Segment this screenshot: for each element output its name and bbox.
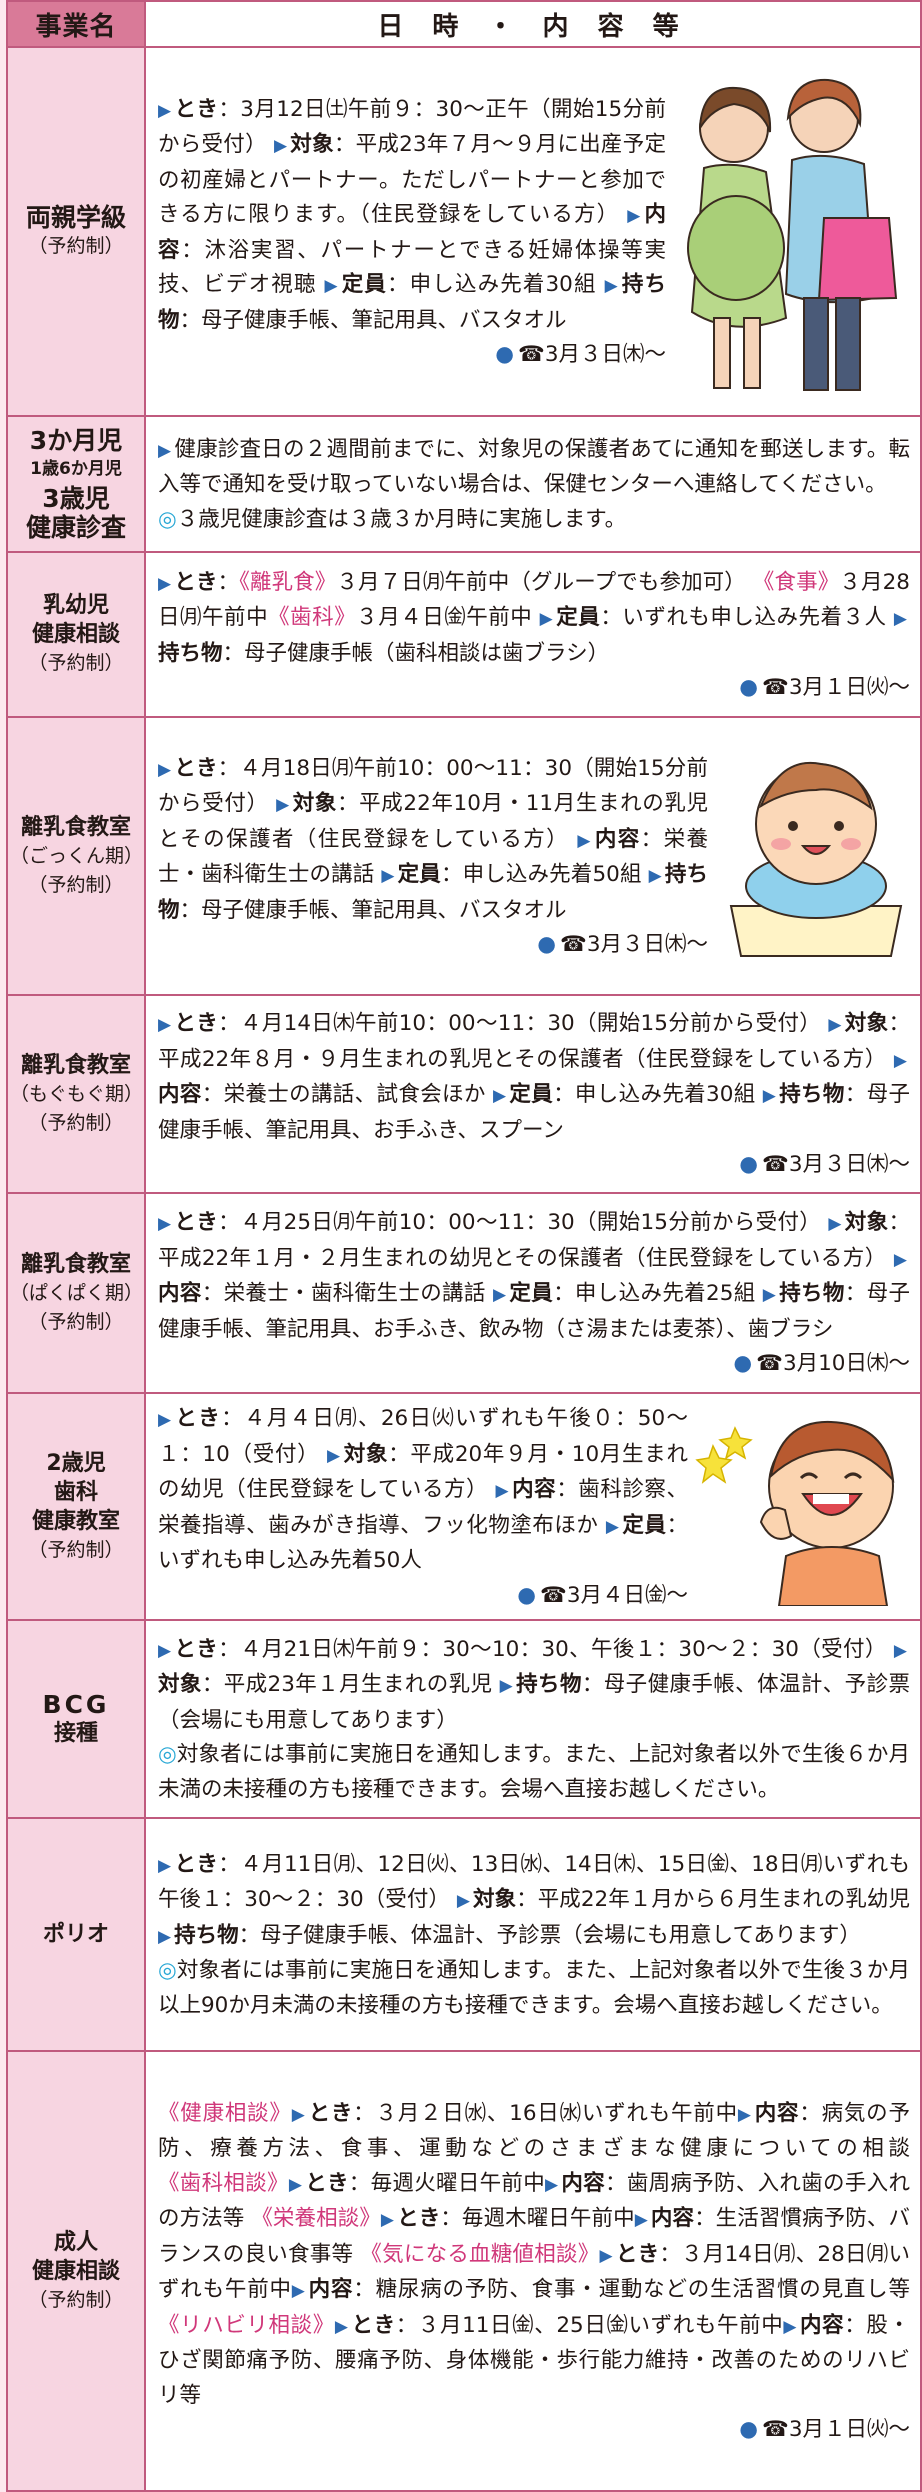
row-name: 離乳食教室 （ごっくん期） （予約制） xyxy=(6,716,146,996)
row-body: ▶とき：４月25日㈪午前10：00～11：30（開始15分前から受付） ▶対象：… xyxy=(144,1192,922,1394)
baby-illustration xyxy=(729,761,903,957)
row-body: ▶とき：４月18日㈪午前10：00～11：30（開始15分前から受付） ▶対象：… xyxy=(144,716,922,996)
table-row: ポリオ ▶とき：４月11日㈪、12日㈫、13日㈬、14日㈭、15日㈮、18日㈪い… xyxy=(6,1817,922,2052)
row-body: ▶とき：４月21日㈭午前９：30～10：30、午後１：30～２：30（受付） ▶… xyxy=(144,1619,922,1819)
row-body: ▶とき：４月４日㈪、26日㈫いずれも午後０：50～１：10（受付） ▶対象：平成… xyxy=(144,1392,922,1621)
schedule-table: 事業名 日 時 ・ 内 容 等 両親学級 （予約制） ▶とき：3月12日㈯午前９… xyxy=(6,0,922,2492)
contact-start: ●☎3月１日㈫～ xyxy=(739,2417,910,2442)
row-name: 両親学級 （予約制） xyxy=(6,46,146,417)
table-row: 離乳食教室 （もぐもぐ期） （予約制） ▶とき：４月14日㈭午前10：00～11… xyxy=(6,994,922,1194)
row-name: 離乳食教室 （ぱくぱく期） （予約制） xyxy=(6,1192,146,1394)
contact-start: ●☎3月10日㈭～ xyxy=(733,1351,910,1377)
table-row: 乳幼児 健康相談 （予約制） ▶とき：《離乳食》３月７日㈪午前中（グループでも参… xyxy=(6,551,922,718)
table-row: 2歳児 歯科 健康教室 （予約制） ▶とき：４月４日㈪、26日㈫いずれも午後０：… xyxy=(6,1392,922,1621)
row-body: ▶健康診査日の２週間前までに、対象児の保護者あてに通知を郵送します。転入等で通知… xyxy=(144,415,922,553)
table-row: BCG 接種 ▶とき：４月21日㈭午前９：30～10：30、午後１：30～２：3… xyxy=(6,1619,922,1819)
contact-start: ●☎3月３日㈭～ xyxy=(537,932,708,957)
row-name: 成人 健康相談 （予約制） xyxy=(6,2050,146,2492)
table-row: 離乳食教室 （ぱくぱく期） （予約制） ▶とき：４月25日㈪午前10：00～11… xyxy=(6,1192,922,1394)
row-body: ▶とき：４月11日㈪、12日㈫、13日㈬、14日㈭、15日㈮、18日㈪いずれも午… xyxy=(144,1817,922,2052)
row-name: 離乳食教室 （もぐもぐ期） （予約制） xyxy=(6,994,146,1194)
contact-start: ●☎3月１日㈫～ xyxy=(739,675,910,700)
row-name: BCG 接種 xyxy=(6,1619,146,1819)
row-body: ▶とき：４月14日㈭午前10：00～11：30（開始15分前から受付） ▶対象：… xyxy=(144,994,922,1194)
couple-illustration xyxy=(687,78,898,391)
table-row: 3か月児 1歳6か月児 3歳児 健康診査 ▶健康診査日の２週間前までに、対象児の… xyxy=(6,415,922,553)
header-detail: 日 時 ・ 内 容 等 xyxy=(144,0,922,48)
row-body: ▶とき：3月12日㈯午前９：30～正午（開始15分前から受付） ▶対象：平成23… xyxy=(144,46,922,417)
header-name: 事業名 xyxy=(6,0,146,48)
row-name: 2歳児 歯科 健康教室 （予約制） xyxy=(6,1392,146,1621)
row-body: 《健康相談》▶とき：３月２日㈬、16日㈬いずれも午前中▶内容：病気の予防、療養方… xyxy=(144,2050,922,2492)
row-name: 乳幼児 健康相談 （予約制） xyxy=(6,551,146,718)
row-name: 3か月児 1歳6か月児 3歳児 健康診査 xyxy=(6,415,146,553)
contact-start: ●☎3月３日㈭～ xyxy=(495,342,666,367)
table-header-row: 事業名 日 時 ・ 内 容 等 xyxy=(6,0,922,48)
table-row: 離乳食教室 （ごっくん期） （予約制） ▶とき：４月18日㈪午前10：00～11… xyxy=(6,716,922,996)
table-row: 成人 健康相談 （予約制） 《健康相談》▶とき：３月２日㈬、16日㈬いずれも午前… xyxy=(6,2050,922,2492)
contact-start: ●☎3月３日㈭～ xyxy=(739,1152,910,1178)
child-teeth-illustration xyxy=(695,1420,895,1606)
row-name: ポリオ xyxy=(6,1817,146,2052)
row-body: ▶とき：《離乳食》３月７日㈪午前中（グループでも参加可） 《食事》３月28日㈪午… xyxy=(144,551,922,718)
contact-start: ●☎3月４日㈮～ xyxy=(517,1582,688,1608)
table-row: 両親学級 （予約制） ▶とき：3月12日㈯午前９：30～正午（開始15分前から受… xyxy=(6,46,922,417)
